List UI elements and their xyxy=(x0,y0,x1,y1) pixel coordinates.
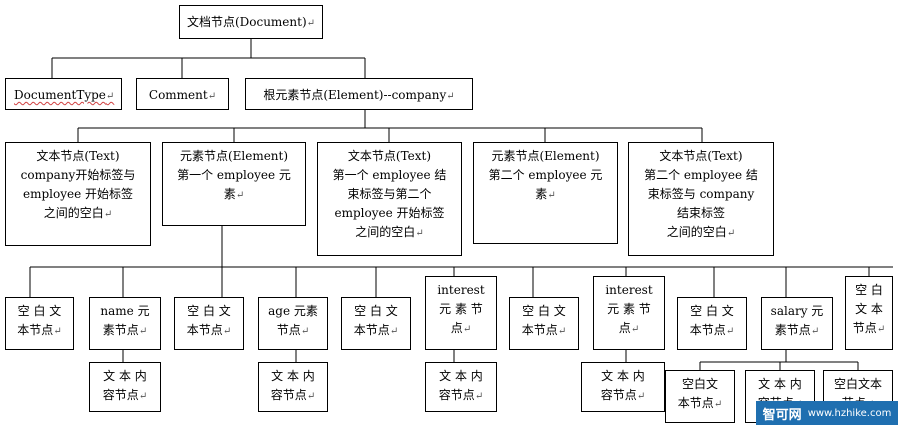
node-g4: 文 本 内 容节点↵ xyxy=(581,362,665,412)
node-label: 元素节点(Element) 第一个 employee 元 素↵ xyxy=(177,149,291,201)
paragraph-mark: ↵ xyxy=(474,391,484,402)
node-label: salary 元 素节点↵ xyxy=(770,304,824,337)
paragraph-mark: ↵ xyxy=(306,18,316,29)
paragraph-mark: ↵ xyxy=(557,326,567,337)
paragraph-mark: ↵ xyxy=(138,391,148,402)
node-label: 文档节点(Document)↵ xyxy=(186,15,316,29)
node-c11: 空 白 文 本 节点↵ xyxy=(845,276,893,350)
node-label: 空 白 文 本节点↵ xyxy=(17,304,62,337)
paragraph-mark: ↵ xyxy=(306,391,316,402)
node-c5: 空 白 文 本节点↵ xyxy=(341,297,411,350)
node-label: 空白文 本节点↵ xyxy=(677,377,723,410)
paragraph-mark: ↵ xyxy=(630,324,640,335)
node-c7: 空 白 文 本节点↵ xyxy=(509,297,579,350)
node-label: 文 本 内 容节点↵ xyxy=(438,369,484,402)
node-label: interest 元 素 节 点↵ xyxy=(605,283,653,335)
paragraph-mark: ↵ xyxy=(462,324,472,335)
node-document: 文档节点(Document)↵ xyxy=(179,5,323,39)
watermark-url: www.hzhike.com xyxy=(807,407,892,419)
node-label: 文 本 内 容节点↵ xyxy=(600,369,646,402)
node-c4: age 元素 节点↵ xyxy=(258,297,328,350)
paragraph-mark: ↵ xyxy=(810,326,820,337)
node-label: 根元素节点(Element)--company↵ xyxy=(263,88,455,102)
node-g3: 文 本 内 容节点↵ xyxy=(425,362,497,412)
paragraph-mark: ↵ xyxy=(389,326,399,337)
node-emp2: 元素节点(Element) 第二个 employee 元 素↵ xyxy=(473,142,618,244)
paragraph-mark: ↵ xyxy=(725,326,735,337)
paragraph-mark: ↵ xyxy=(138,326,148,337)
paragraph-mark: ↵ xyxy=(636,391,646,402)
paragraph-mark: ↵ xyxy=(222,326,232,337)
paragraph-mark: ↵ xyxy=(547,190,556,201)
node-label: 元素节点(Element) 第二个 employee 元 素↵ xyxy=(488,149,603,201)
node-label: 空 白 文 本节点↵ xyxy=(521,304,567,337)
paragraph-mark: ↵ xyxy=(300,326,310,337)
node-emp1: 元素节点(Element) 第一个 employee 元 素↵ xyxy=(162,142,306,226)
node-label: Comment↵ xyxy=(148,88,217,102)
node-label: 文 本 内 容节点↵ xyxy=(102,369,148,402)
node-c9: 空 白 文 本节点↵ xyxy=(677,297,747,350)
node-text3: 文本节点(Text) 第二个 employee 结 束标签与 company 结… xyxy=(628,142,774,256)
node-label: 空 白 文 本节点↵ xyxy=(186,304,232,337)
node-c6: interest 元 素 节 点↵ xyxy=(425,276,497,350)
paragraph-mark: ↵ xyxy=(103,209,113,220)
node-label: 文本节点(Text) 第二个 employee 结 束标签与 company 结… xyxy=(644,149,758,239)
node-g1: 文 本 内 容节点↵ xyxy=(89,362,161,412)
node-comment: Comment↵ xyxy=(136,78,229,110)
node-label: 空 白 文 本 节点↵ xyxy=(852,283,886,335)
node-label: 空 白 文 本节点↵ xyxy=(689,304,735,337)
paragraph-mark: ↵ xyxy=(876,324,886,335)
node-text1: 文本节点(Text) company开始标签与 employee 开始标签 之间… xyxy=(5,142,151,246)
node-doctype: DocumentType↵ xyxy=(5,78,122,110)
paragraph-mark: ↵ xyxy=(235,190,245,201)
node-label: 文本节点(Text) company开始标签与 employee 开始标签 之间… xyxy=(20,149,136,220)
node-c3: 空 白 文 本节点↵ xyxy=(174,297,244,350)
paragraph-mark: ↵ xyxy=(207,91,217,102)
node-label: name 元 素节点↵ xyxy=(100,304,150,337)
node-g5: 空白文 本节点↵ xyxy=(665,370,735,423)
node-label: 文本节点(Text) 第一个 employee 结 束标签与第二个 employ… xyxy=(332,149,447,239)
node-label: age 元素 节点↵ xyxy=(268,304,318,337)
node-c1: 空 白 文 本节点↵ xyxy=(5,297,74,350)
paragraph-mark: ↵ xyxy=(53,326,62,337)
node-c2: name 元 素节点↵ xyxy=(89,297,161,350)
node-c10: salary 元 素节点↵ xyxy=(761,297,833,350)
watermark-name: 智可网 xyxy=(762,407,802,423)
node-c8: interest 元 素 节 点↵ xyxy=(593,276,665,350)
node-label: 空 白 文 本节点↵ xyxy=(353,304,399,337)
paragraph-mark: ↵ xyxy=(446,91,455,102)
paragraph-mark: ↵ xyxy=(415,228,424,239)
node-label: DocumentType↵ xyxy=(14,88,115,102)
paragraph-mark: ↵ xyxy=(726,228,736,239)
node-root: 根元素节点(Element)--company↵ xyxy=(245,78,473,110)
site-watermark: 智可网 www.hzhike.com xyxy=(756,401,898,425)
paragraph-mark: ↵ xyxy=(105,91,115,102)
node-label: interest 元 素 节 点↵ xyxy=(437,283,485,335)
paragraph-mark: ↵ xyxy=(713,399,723,410)
node-g2: 文 本 内 容节点↵ xyxy=(258,362,328,412)
node-text2: 文本节点(Text) 第一个 employee 结 束标签与第二个 employ… xyxy=(317,142,462,256)
node-label: 文 本 内 容节点↵ xyxy=(270,369,316,402)
